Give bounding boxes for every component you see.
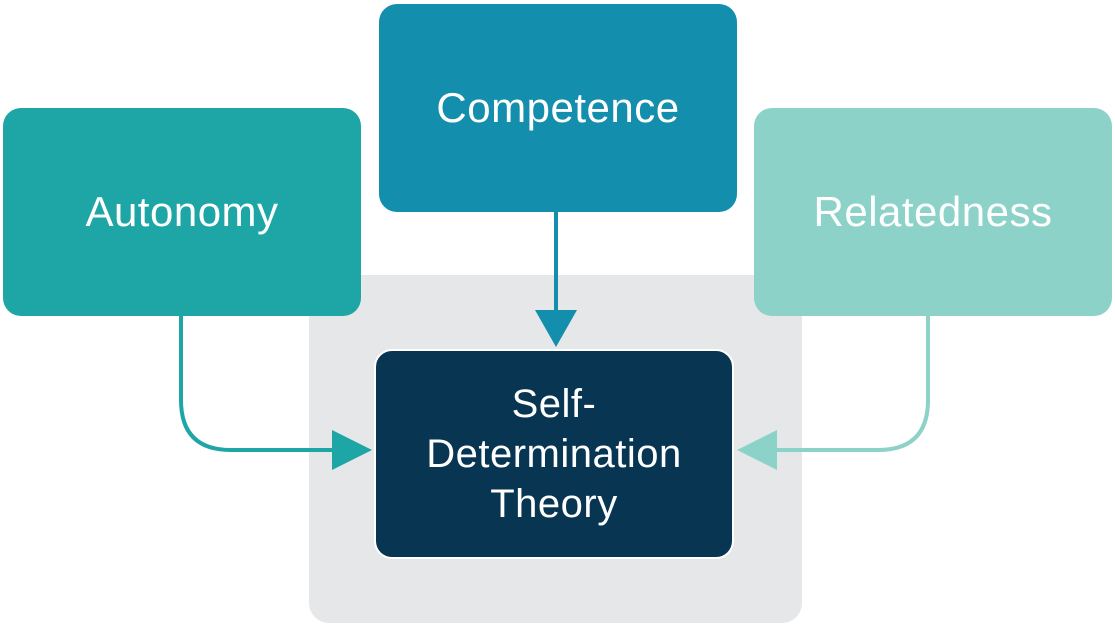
center-label: Self- Determination Theory [426, 379, 682, 529]
competence-node: Competence [379, 4, 737, 212]
competence-label: Competence [436, 84, 680, 131]
relatedness-node: Relatedness [754, 108, 1112, 316]
center-label-line-1: Self- [511, 382, 597, 426]
autonomy-arrowhead [332, 430, 372, 470]
relatedness-arrowhead [737, 430, 777, 470]
center-label-line-2: Determination [426, 432, 682, 476]
competence-arrowhead [535, 310, 577, 347]
relatedness-connector [775, 316, 930, 452]
autonomy-node: Autonomy [3, 108, 361, 316]
autonomy-label: Autonomy [85, 188, 279, 235]
center-label-line-3: Theory [490, 482, 618, 526]
self-determination-theory-node: Self- Determination Theory [374, 349, 734, 559]
autonomy-connector [179, 316, 334, 452]
relatedness-label: Relatedness [813, 188, 1053, 235]
